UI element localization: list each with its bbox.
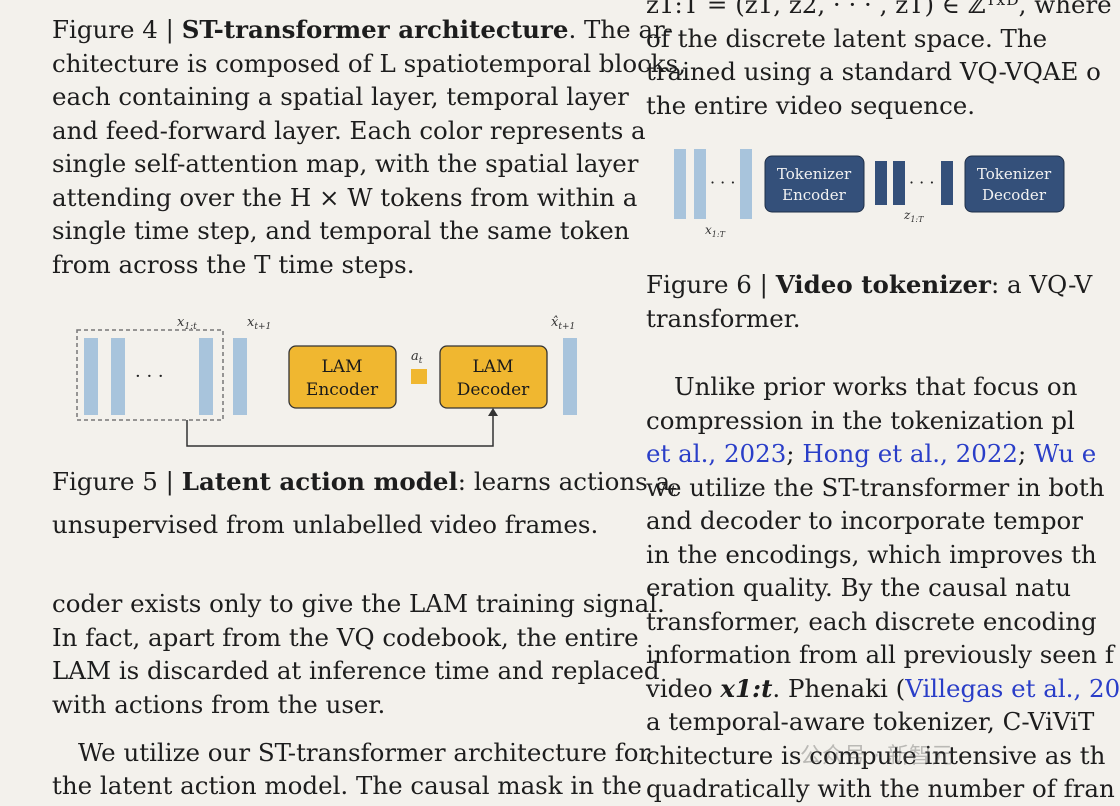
text-line: with actions from the user. bbox=[52, 689, 386, 719]
text-line: Unlike prior works that focus on bbox=[674, 372, 1078, 401]
text-line: transformer, each discrete encoding bbox=[646, 606, 1097, 636]
body-paragraph: coder exists only to give the LAM traini… bbox=[52, 587, 665, 721]
caption-line: attending over the H × W tokens from wit… bbox=[52, 182, 638, 212]
tokenizer-encoder-label: Encoder bbox=[782, 186, 847, 204]
lam-encoder-box bbox=[288, 345, 397, 409]
text-line: In fact, apart from the VQ codebook, the… bbox=[52, 622, 639, 652]
tokenizer-encoder-box bbox=[764, 155, 865, 213]
citation-link[interactable]: Wu e bbox=[1034, 439, 1097, 468]
tokenizer-decoder-box bbox=[964, 155, 1065, 213]
context-frames-box bbox=[76, 329, 224, 421]
arrow-head bbox=[488, 408, 498, 416]
label-xhat: x̂t+1 bbox=[551, 315, 575, 332]
frame-bar bbox=[111, 338, 125, 415]
caption-line: Figure 6 | Video tokenizer: a VQ-V bbox=[646, 270, 1093, 299]
caption-line: transformer. bbox=[646, 303, 801, 333]
text-line: et al., 2023; Hong et al., 2022; Wu e bbox=[646, 439, 1097, 468]
text-line: and decoder to incorporate tempor bbox=[646, 506, 1083, 535]
top-paragraph: z1:T = (z1, z2, · · · , zT) ∈ ℤᵀˣᴰ, wher… bbox=[646, 0, 1112, 122]
label-xt1: xt+1 bbox=[247, 315, 271, 332]
tokenizer-encoder-label: Tokenizer bbox=[777, 165, 852, 183]
ellipsis: · · · bbox=[135, 366, 164, 387]
citation-link[interactable]: et al., 2023 bbox=[646, 439, 787, 468]
label-z1T: z1:T bbox=[903, 208, 924, 224]
text-line: compression in the tokenization pl bbox=[646, 405, 1075, 435]
figure-5-diagram: · · · x1:t xt+1 x̂t+1 LAM Encoder at LAM… bbox=[76, 315, 577, 447]
lam-encoder-label: Encoder bbox=[306, 380, 379, 400]
caption-line: unsupervised from unlabelled video frame… bbox=[52, 510, 599, 540]
caption-line: single time step, and temporal the same … bbox=[52, 216, 630, 245]
text-line: chitecture is compute intensive as th bbox=[646, 740, 1106, 770]
frame-bar bbox=[694, 149, 706, 219]
lam-encoder-label: LAM bbox=[322, 357, 363, 377]
text-line: the latent action model. The causal mask… bbox=[52, 771, 642, 800]
lam-decoder-label: Decoder bbox=[457, 380, 530, 400]
text-line: in the encodings, which improves th bbox=[646, 539, 1097, 569]
figure-6-diagram: · · · x1:T Tokenizer Encoder · · · z1:T … bbox=[674, 149, 1065, 239]
tokenizer-decoder-label: Tokenizer bbox=[977, 165, 1052, 183]
body-paragraph: the latent action model. The causal mask… bbox=[52, 769, 642, 803]
text-line: information from all previously seen f bbox=[646, 640, 1114, 669]
body-paragraph: We utilize our ST-transformer architectu… bbox=[78, 736, 650, 770]
watermark: 公众号 · 新智元 bbox=[800, 744, 953, 769]
caption-line: and feed-forward layer. Each color repre… bbox=[52, 115, 646, 145]
caption-line: from across the T time steps. bbox=[52, 249, 415, 279]
caption-line: Figure 4 | ST-transformer architecture. … bbox=[52, 15, 674, 44]
text-line: the entire video sequence. bbox=[646, 90, 976, 120]
text-line: a temporal-aware tokenizer, C-ViViT bbox=[646, 707, 1095, 736]
token-bar bbox=[941, 161, 953, 205]
label-x1T: x1:T bbox=[705, 223, 726, 239]
text-line: quadratically with the number of fran bbox=[646, 774, 1115, 803]
citation-link[interactable]: Villegas et al., 20 bbox=[905, 673, 1120, 703]
caption-line: each containing a spatial layer, tempora… bbox=[52, 82, 629, 111]
ellipsis: · · · bbox=[710, 173, 735, 192]
text-line: eration quality. By the causal natu bbox=[646, 573, 1072, 602]
lam-decoder-box bbox=[439, 345, 548, 409]
frame-bar bbox=[233, 338, 247, 415]
frame-bar bbox=[199, 338, 213, 415]
lam-decoder-label: LAM bbox=[473, 357, 514, 377]
tokenizer-decoder-label: Decoder bbox=[982, 186, 1047, 204]
figure-5-caption: Figure 5 | Latent action model: learns a… bbox=[52, 465, 676, 542]
token-bar bbox=[875, 161, 887, 205]
frame-bar bbox=[84, 338, 98, 415]
label-x1t: x1:t bbox=[177, 315, 197, 332]
output-frame-bar bbox=[563, 338, 577, 415]
token-bar bbox=[893, 161, 905, 205]
caption-line: Figure 5 | Latent action model: learns a… bbox=[52, 467, 677, 500]
text-line: of the discrete latent space. The bbox=[646, 23, 1048, 53]
body-paragraph: Unlike prior works that focus on compres… bbox=[646, 370, 1120, 806]
text-line: we utilize the ST-transformer in both bbox=[646, 472, 1105, 502]
figure-4-caption: Figure 4 | ST-transformer architecture. … bbox=[52, 13, 686, 281]
caption-line: single self-attention map, with the spat… bbox=[52, 149, 639, 178]
skip-arrow bbox=[186, 414, 494, 447]
frame-bar bbox=[674, 149, 686, 219]
text-line: trained using a standard VQ-VQAE o bbox=[646, 57, 1101, 86]
citation-link[interactable]: Hong et al., 2022 bbox=[802, 439, 1018, 468]
text-line: LAM is discarded at inference time and r… bbox=[52, 656, 660, 685]
action-token bbox=[411, 369, 427, 384]
text-line: We utilize our ST-transformer architectu… bbox=[78, 738, 651, 767]
figure-6-caption: Figure 6 | Video tokenizer: a VQ-V trans… bbox=[646, 268, 1092, 335]
label-action: at bbox=[411, 349, 423, 366]
right-column: z1:T = (z1, z2, · · · , zT) ∈ ℤᵀˣᴰ, wher… bbox=[646, 0, 1120, 803]
caption-line: chitecture is composed of L spatiotempor… bbox=[52, 48, 687, 78]
ellipsis: · · · bbox=[909, 173, 934, 192]
text-line: coder exists only to give the LAM traini… bbox=[52, 589, 665, 618]
text-line: z1:T = (z1, z2, · · · , zT) ∈ ℤᵀˣᴰ, wher… bbox=[646, 0, 1112, 19]
text-line: video x1:t. Phenaki (Villegas et al., 20 bbox=[646, 673, 1120, 703]
frame-bar bbox=[740, 149, 752, 219]
